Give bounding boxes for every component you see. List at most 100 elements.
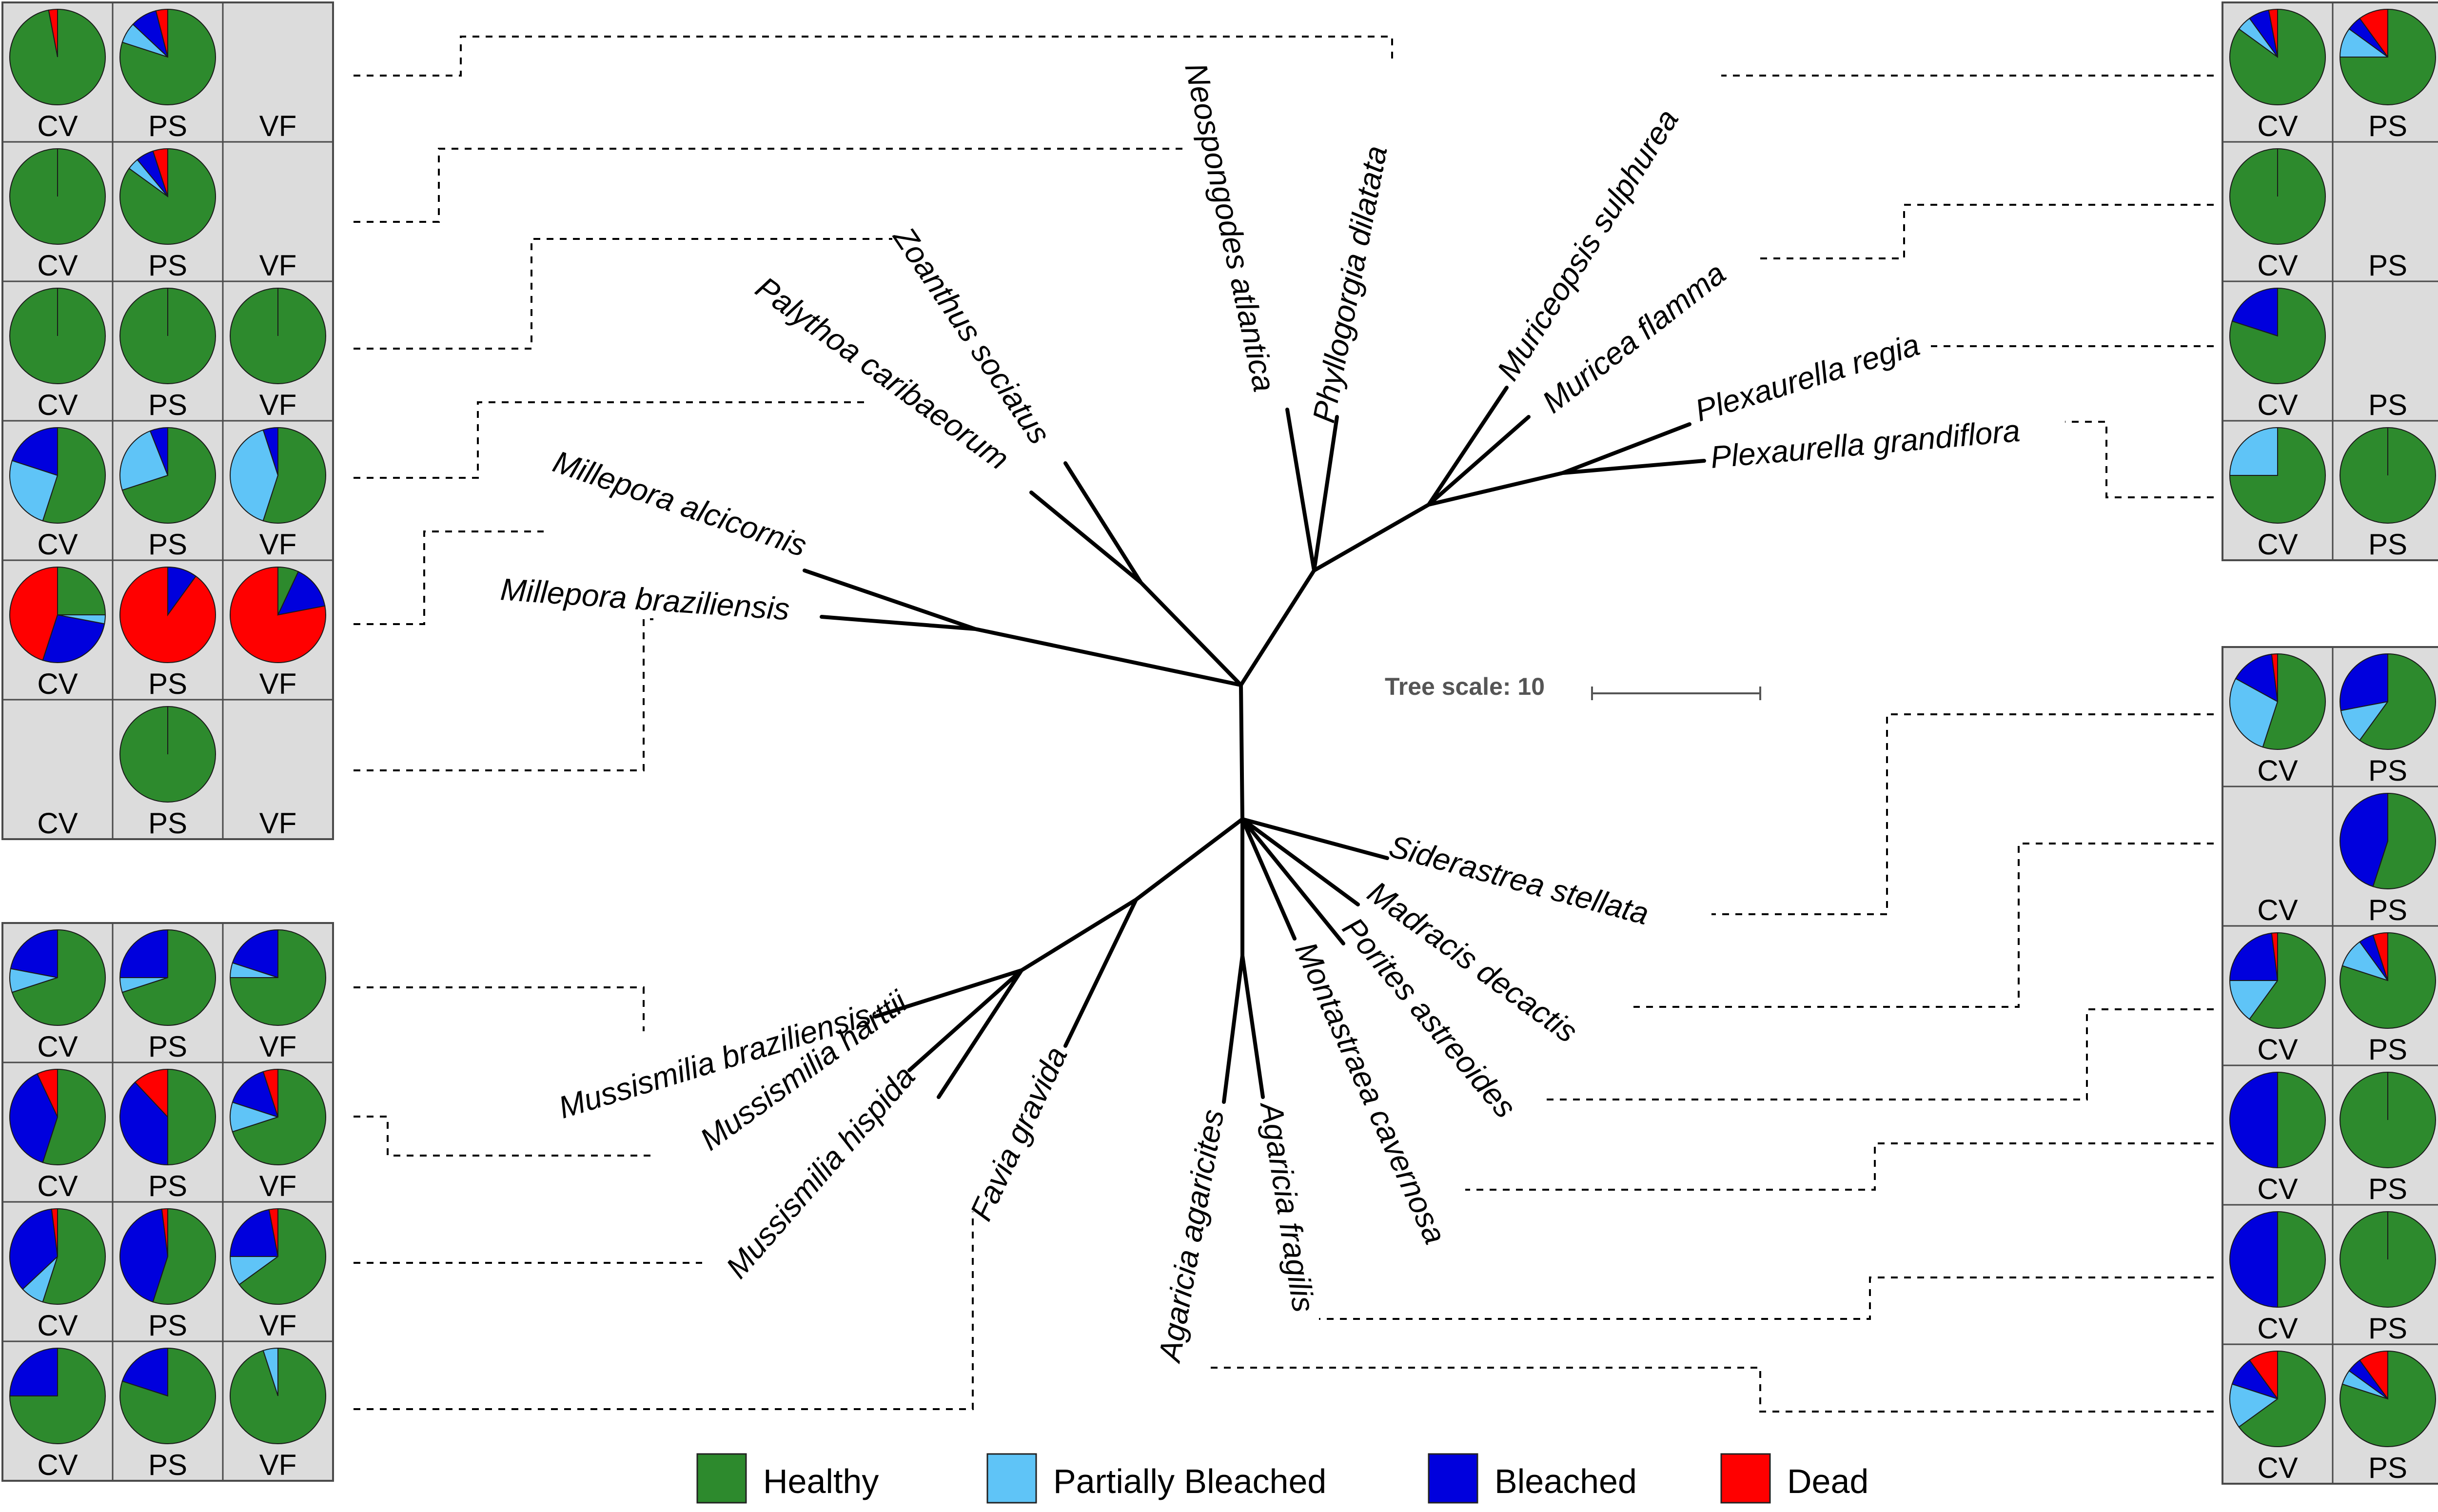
bleached-slice [121, 1347, 168, 1397]
pie-chart [119, 8, 216, 105]
bleached-slice [9, 1347, 58, 1396]
pie-chart [2340, 932, 2436, 1029]
site-label: PS [2368, 754, 2407, 787]
healthy-slice [277, 566, 299, 615]
branch-zoanthids [1029, 461, 1243, 687]
partially-bleached-slice [2340, 701, 2389, 741]
phylogenetic-tree [803, 386, 1706, 1104]
bleached-slice [119, 1208, 169, 1303]
healthy-slice [2262, 653, 2326, 750]
healthy-slice [232, 1068, 326, 1165]
legend-swatch [696, 1453, 747, 1504]
healthy-slice [2340, 932, 2436, 1029]
species-label: Plexaurella grandiflora [1709, 413, 2022, 475]
pie-chart [2229, 1211, 2326, 1308]
site-label: CV [37, 528, 78, 561]
healthy-slice [121, 929, 216, 1026]
bleached-slice [277, 570, 326, 616]
site-label: VF [259, 249, 297, 282]
partially-bleached-slice [2229, 1383, 2279, 1428]
leader-line [1204, 1367, 2214, 1413]
pie-chart [230, 288, 326, 384]
leader-line [1319, 1276, 2214, 1320]
pie-cell [2222, 785, 2334, 927]
legend-swatch [1720, 1453, 1771, 1504]
pie-chart [9, 929, 106, 1026]
pie-chart [119, 1068, 216, 1166]
pie-chart [119, 1347, 216, 1444]
species-label: Neospongodes atlantica [1178, 60, 1282, 395]
branch-root [1239, 683, 1244, 821]
pie-chart [119, 288, 216, 384]
site-label: CV [2257, 1452, 2298, 1484]
healthy-slice [2238, 1350, 2326, 1447]
site-label: PS [2368, 1173, 2407, 1205]
site-label: PS [148, 1170, 187, 1202]
leader-line [1633, 843, 2214, 1008]
healthy-slice [2359, 653, 2436, 750]
site-label: PS [2368, 1033, 2407, 1066]
healthy-slice [119, 148, 216, 245]
healthy-slice [2229, 427, 2326, 524]
pie-chart [119, 566, 216, 663]
bleached-slice [2340, 653, 2388, 711]
pie-chart [230, 566, 326, 663]
species-label: Plexaurella regia [1691, 327, 1924, 428]
healthy-slice [152, 1208, 216, 1305]
bleached-slice [2229, 1071, 2278, 1169]
leader-line [354, 148, 1185, 223]
species-label: Phyllogorgia dilatata [1306, 143, 1394, 426]
legend-label: Dead [1787, 1462, 1868, 1500]
leader-line [1711, 713, 2214, 915]
pie-chart [9, 288, 106, 384]
leader-line [354, 986, 645, 1031]
healthy-slice [230, 1347, 326, 1444]
site-label: CV [2257, 528, 2298, 561]
healthy-slice [229, 929, 326, 1026]
site-label: CV [2257, 1173, 2298, 1205]
site-label: PS [148, 1030, 187, 1063]
healthy-slice [42, 1068, 106, 1165]
legend-label: Bleached [1494, 1462, 1637, 1500]
species-label: Agaricia agaricites [1151, 1107, 1230, 1366]
species-label: Favia gravida [963, 1041, 1074, 1226]
site-label: VF [259, 1449, 297, 1481]
healthy-slice [2277, 1071, 2326, 1169]
site-label: PS [2368, 1452, 2407, 1484]
pie-chart [119, 427, 216, 524]
bleached-slice [11, 427, 58, 476]
pie-chart [2340, 653, 2436, 750]
site-label: CV [37, 1309, 78, 1342]
healthy-slice [121, 427, 216, 524]
pie-chart [229, 1208, 326, 1305]
site-label: PS [148, 389, 187, 421]
bleached-slice [2229, 932, 2279, 981]
site-label: PS [2368, 389, 2407, 421]
pie-chart [2339, 8, 2436, 105]
site-label: CV [2257, 754, 2298, 787]
leader-lines [354, 36, 2214, 1413]
site-label: CV [37, 110, 78, 142]
bleached-slice [2340, 792, 2388, 887]
leader-line [2065, 421, 2214, 498]
species-labels: Neospongodes atlantica Phyllogorgia dila… [499, 60, 2022, 1366]
healthy-slice [167, 1068, 216, 1166]
site-label: CV [37, 807, 78, 840]
legend-swatch [1428, 1453, 1478, 1504]
site-label: VF [259, 110, 297, 142]
bleached-slice [9, 1208, 59, 1290]
bleached-slice [10, 929, 58, 979]
pie-chart [2340, 1211, 2436, 1308]
